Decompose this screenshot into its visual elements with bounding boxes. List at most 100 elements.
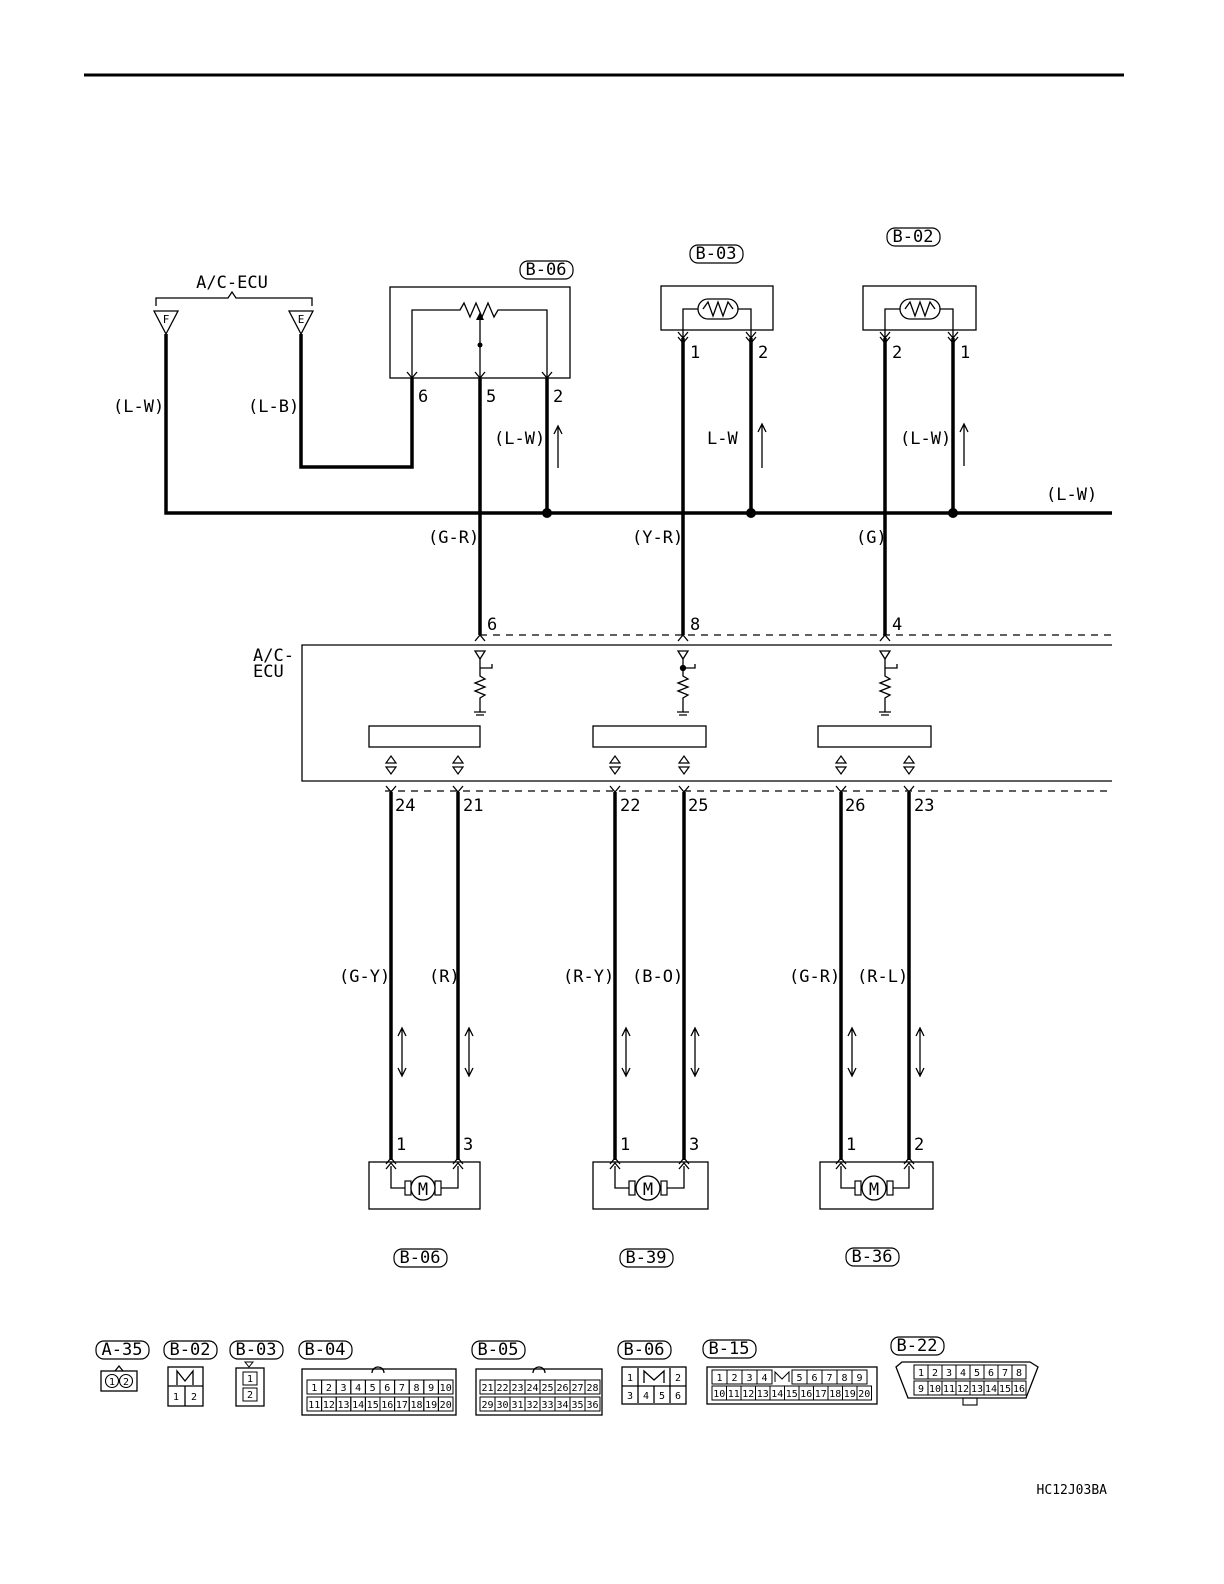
- connector-pin-number: 23: [511, 1383, 523, 1394]
- connector-view-a35: A-35 1 2: [95, 1340, 150, 1392]
- connector-pin-number: 12: [957, 1384, 969, 1395]
- wire-color-b02-pin1: (L-W): [900, 429, 951, 449]
- connector-pin-number: 22: [496, 1383, 508, 1394]
- connector-pin-number: 7: [399, 1383, 405, 1394]
- thermistor-b03-zigzag: [702, 300, 734, 318]
- wire-color-f: (L-W): [113, 397, 164, 417]
- svg-text:B-05: B-05: [478, 1340, 519, 1360]
- wiper-arrow-icon: [476, 312, 484, 320]
- thermistor-b02-zigzag: [904, 300, 936, 318]
- connector-pin-number: 1: [716, 1373, 722, 1384]
- motor-icon: [410, 1175, 436, 1201]
- wire-color-b03-pin2: L-W: [707, 429, 738, 449]
- connector-pin-number: 29: [481, 1400, 493, 1411]
- connector-pin-number: 14: [352, 1400, 364, 1411]
- connector-pin-number: 5: [974, 1368, 980, 1379]
- thermistor-b03-box: [660, 285, 774, 331]
- connector-pin-number: 35: [571, 1400, 583, 1411]
- connector-pin-number: 10: [929, 1384, 941, 1395]
- connector-pin-number: 30: [496, 1400, 508, 1411]
- connector-cavity: [584, 1396, 601, 1412]
- terminal-f-label: F: [163, 313, 170, 326]
- connector-cavity: [1011, 1380, 1027, 1396]
- connector-view-b03: B-03 1 2: [229, 1340, 284, 1407]
- connector-pin-number: 21: [481, 1383, 493, 1394]
- svg-text:2: 2: [675, 1373, 681, 1384]
- connector-pin-number: 15: [786, 1389, 798, 1400]
- svg-text:A-35: A-35: [102, 1340, 143, 1360]
- connector-cavity: [756, 1369, 773, 1385]
- pin-m1-1: 1: [396, 1135, 406, 1155]
- motor-connector-tag-1: B-06: [393, 1248, 448, 1268]
- svg-text:M: M: [869, 1180, 879, 1200]
- pin-ecu-26: 26: [845, 796, 865, 816]
- connector-pin-number: 17: [396, 1400, 408, 1411]
- wire-color-b06-pin5: (G-R): [428, 528, 479, 548]
- motor-icon: [861, 1175, 887, 1201]
- connector-pin-number: 1: [311, 1383, 317, 1394]
- wire-color-m3-b: (R-L): [857, 967, 908, 987]
- motor-connector-tag-2: B-39: [619, 1248, 674, 1268]
- connector-pin-number: 19: [844, 1389, 856, 1400]
- ecu-output-terminal-icons: [384, 754, 916, 776]
- wire-color-b03-pin1: (Y-R): [632, 528, 683, 548]
- connector-pin-number: 16: [800, 1389, 812, 1400]
- connector-pin-number: 5: [370, 1383, 376, 1394]
- svg-text:5: 5: [659, 1391, 665, 1402]
- splice-b06: [542, 508, 552, 518]
- connector-pin-number: 16: [381, 1400, 393, 1411]
- connector-pin-number: 14: [771, 1389, 783, 1400]
- pin-b06-5: 5: [486, 387, 496, 407]
- svg-text:1: 1: [627, 1373, 633, 1384]
- svg-text:B-06: B-06: [400, 1248, 441, 1268]
- svg-text:3: 3: [627, 1391, 633, 1402]
- wiper-node: [477, 342, 483, 348]
- ecu-box: [301, 644, 1112, 782]
- ecu-input-circuit-3: [878, 650, 898, 716]
- wire-color-m1-b: (R): [429, 967, 460, 987]
- thermistor-b03-leads: [682, 308, 752, 338]
- tag-b02-frame: [886, 227, 941, 247]
- connector-pin-number: 10: [713, 1389, 725, 1400]
- connector-pin-number: 15: [367, 1400, 379, 1411]
- figure-code: HC12J03BA: [1037, 1483, 1108, 1498]
- connector-pin-number: 20: [858, 1389, 870, 1400]
- connector-pin-number: 6: [811, 1373, 817, 1384]
- motor-driver-1: [368, 725, 481, 748]
- connector-pin-number: 5: [796, 1373, 802, 1384]
- connector-pin-number: 7: [826, 1373, 832, 1384]
- pin-ecu-4: 4: [892, 615, 902, 635]
- current-arrow-icon: [959, 422, 969, 466]
- connector-pin-number: 2: [932, 1368, 938, 1379]
- ecu-label-line1: A/C-: [253, 646, 294, 666]
- current-arrow-icon: [553, 424, 563, 468]
- connector-cavity: [1011, 1364, 1027, 1380]
- svg-text:B-02: B-02: [170, 1340, 211, 1360]
- svg-text:2: 2: [247, 1390, 253, 1401]
- connector-pin-number: 11: [728, 1389, 740, 1400]
- motor-3: M: [819, 1161, 934, 1210]
- pin-b02-2: 2: [892, 343, 902, 363]
- terminal-e-label: E: [298, 313, 305, 326]
- connector-pin-number: 32: [526, 1400, 538, 1411]
- connector-cavity: [584, 1379, 601, 1395]
- connector-pin-number: 6: [988, 1368, 994, 1379]
- svg-text:B-36: B-36: [852, 1247, 893, 1267]
- svg-text:1: 1: [173, 1392, 179, 1403]
- pin-b03-2: 2: [758, 343, 768, 363]
- connector-pin-number: 18: [410, 1400, 422, 1411]
- wire-color-bus-right: (L-W): [1046, 485, 1097, 505]
- tag-b03: B-03: [696, 244, 737, 264]
- pin-ecu-24: 24: [395, 796, 415, 816]
- connector-pin-number: 31: [511, 1400, 523, 1411]
- connector-pin-number: 13: [757, 1389, 769, 1400]
- bidirectional-arrow-icons: [397, 1026, 925, 1078]
- pin-b06-6: 6: [418, 387, 428, 407]
- connector-pin-number: 27: [571, 1383, 583, 1394]
- connector-pin-number: 4: [355, 1383, 361, 1394]
